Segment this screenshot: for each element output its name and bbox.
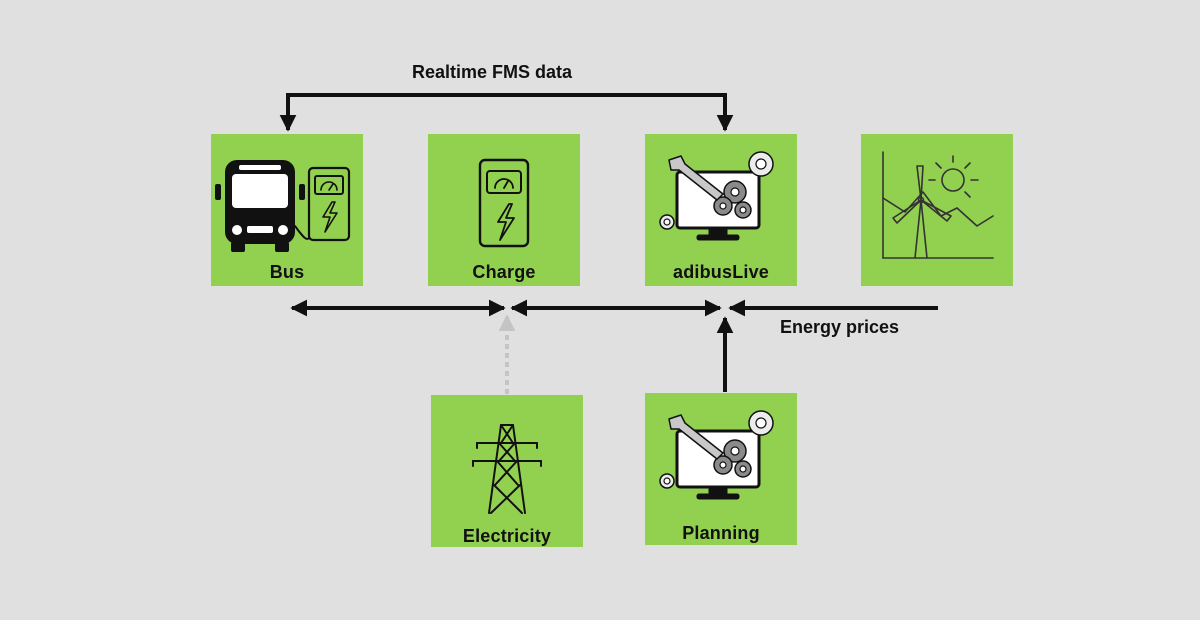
fms-data-caption: Realtime FMS data xyxy=(412,62,573,82)
node-adibuslive: adibusLive xyxy=(645,134,797,286)
node-label: Bus xyxy=(269,262,305,282)
bus-charging-icon xyxy=(215,160,351,252)
node-planning: Planning xyxy=(645,393,797,545)
node-bus: Bus xyxy=(211,134,363,286)
power-pylon-icon xyxy=(472,424,542,514)
monitor-gears-icon xyxy=(659,410,774,500)
energy-prices-caption: Energy prices xyxy=(780,317,900,337)
node-label: Electricity xyxy=(462,526,552,546)
monitor-gears-icon xyxy=(659,151,774,241)
node-electricity: Electricity xyxy=(431,395,583,547)
wind-solar-chart-icon xyxy=(882,151,994,259)
node-renewables xyxy=(861,134,1013,286)
node-label: Planning xyxy=(682,523,760,543)
charging-station-icon xyxy=(478,158,530,248)
node-label: Charge xyxy=(472,262,536,282)
node-label: adibusLive xyxy=(672,262,770,282)
node-charge: Charge xyxy=(428,134,580,286)
fms-data-connector xyxy=(279,93,734,132)
